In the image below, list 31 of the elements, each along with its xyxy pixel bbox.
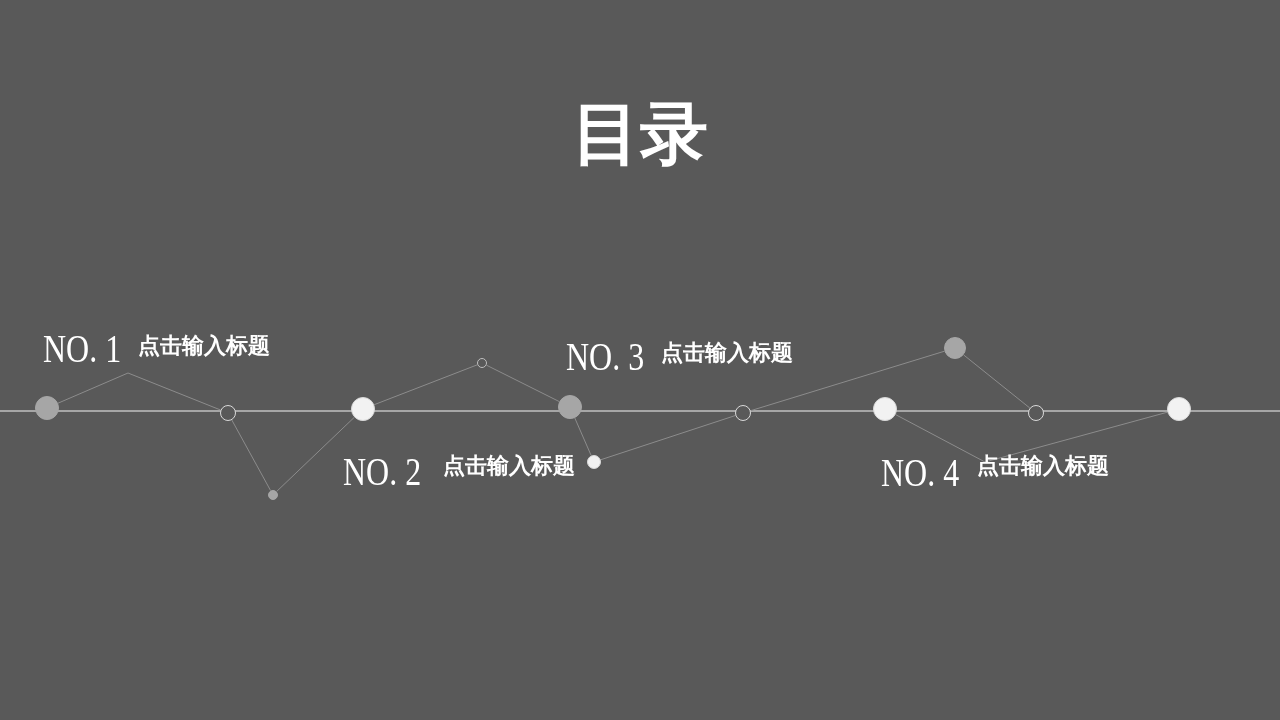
section-title: 点击输入标题	[138, 335, 270, 357]
section-number: NO. 3	[566, 337, 645, 377]
title: 目录	[572, 94, 708, 173]
circle-marker	[587, 455, 601, 469]
circle-marker	[35, 396, 59, 420]
connector-line	[574, 417, 592, 457]
connector-line	[895, 411, 1168, 463]
circle-marker	[351, 397, 375, 421]
connector-line	[600, 415, 736, 461]
circle-marker	[477, 358, 487, 368]
section-number: NO. 4	[881, 453, 960, 493]
circle-marker	[1167, 397, 1191, 421]
connector-line	[750, 350, 945, 412]
connector-line	[486, 364, 560, 403]
connector-line	[231, 419, 272, 492]
section-title: 点击输入标题	[661, 342, 793, 364]
connector-line	[276, 416, 355, 492]
connector-line	[57, 372, 222, 411]
circle-marker	[944, 337, 966, 359]
circle-marker	[1028, 405, 1044, 421]
circle-marker	[735, 405, 751, 421]
section-number: NO. 2	[343, 452, 422, 492]
connector-line	[373, 364, 478, 406]
section-number: NO. 1	[43, 329, 122, 369]
section-title: 点击输入标题	[977, 455, 1109, 477]
section-title: 点击输入标题	[443, 455, 575, 477]
circle-marker	[558, 395, 582, 419]
circle-marker	[268, 490, 278, 500]
circle-marker	[873, 397, 897, 421]
circle-marker	[220, 405, 236, 421]
connector-line	[963, 354, 1031, 409]
